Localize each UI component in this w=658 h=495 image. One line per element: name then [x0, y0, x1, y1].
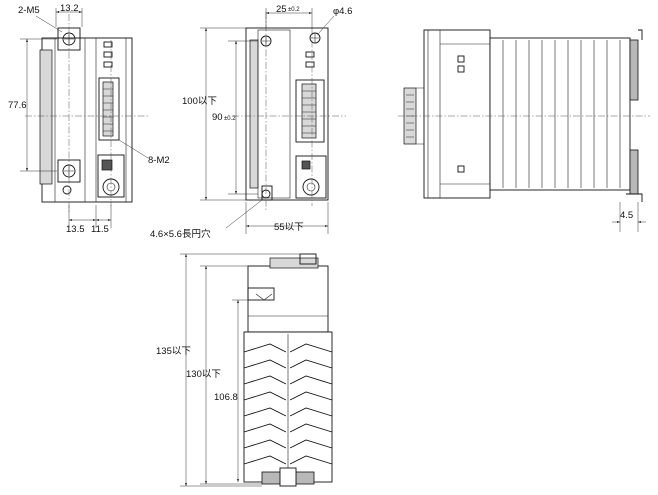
mount-dial-icon	[302, 178, 320, 196]
bottom-housing	[247, 265, 329, 333]
dim-11-5: 11.5	[91, 224, 109, 235]
dim-13-2: 13.2	[60, 3, 79, 14]
front-connector-pins	[102, 81, 114, 137]
front-body-outline	[41, 37, 133, 203]
side-heat-sink	[489, 37, 631, 191]
front-connector-housing	[98, 77, 120, 141]
label-8-m2: 8-M2	[148, 155, 170, 166]
label-slot-hole: 4.6×5.6長円穴	[150, 228, 211, 240]
dim-130: 130以下	[186, 369, 221, 380]
side-view: 4.5	[398, 29, 650, 232]
dim-25: 25	[276, 4, 287, 15]
dim-90-tolerance: ±0.2	[224, 116, 236, 122]
label-phi-4-6: φ4.6	[333, 6, 352, 17]
bottom-view: 135以下 130以下 106.8	[156, 253, 333, 487]
mount-dial-panel	[295, 155, 327, 199]
dim-106-8: 106.8	[214, 392, 238, 403]
mounting-view: 25 ±0.2 φ4.6 100以下 90 ±0.2 4.6×5.6長円穴 55…	[150, 4, 352, 240]
dim-13-5: 13.5	[66, 224, 85, 235]
front-view: 13.2 2-M5 77.6 8-M2 13.5 11.5	[8, 3, 170, 235]
dim-55: 55以下	[274, 222, 304, 233]
label-2-m5: 2-M5	[18, 5, 40, 16]
side-din-clip-top	[629, 39, 639, 101]
front-left-column	[54, 37, 86, 203]
dim-90: 90	[212, 112, 223, 123]
dim-135: 135以下	[156, 346, 191, 357]
dim-100: 100以下	[182, 96, 217, 107]
side-housing	[423, 29, 491, 199]
dim-77-6: 77.6	[8, 100, 27, 111]
dim-4-5: 4.5	[620, 210, 633, 221]
dim-25-tolerance: ±0.2	[288, 7, 300, 13]
mount-top-right-hole	[309, 32, 321, 44]
side-din-clip-bottom	[629, 149, 639, 195]
front-left-rail	[39, 49, 53, 185]
bottom-mount-hole	[62, 185, 72, 195]
bottom-fins-left	[243, 343, 287, 465]
mount-connector-housing	[295, 79, 325, 143]
bottom-fins-right	[289, 343, 333, 465]
